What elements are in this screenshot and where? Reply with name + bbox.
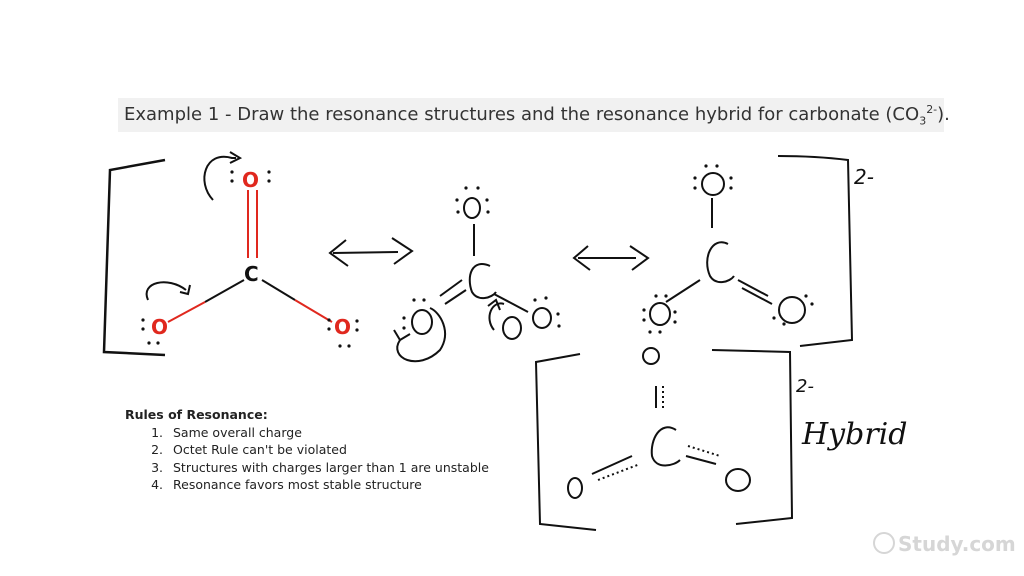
structure-3: [649, 155, 854, 347]
oxygen-right: O: [334, 315, 351, 339]
rules-list: Same overall charge Octet Rule can't be …: [125, 424, 489, 494]
hybrid-label: Hybrid: [801, 417, 907, 452]
hybrid-left-bracket: [534, 353, 597, 531]
oxygen-top: O: [242, 168, 259, 192]
structure-1: C O O O: [102, 151, 359, 357]
study-watermark: Study.com: [873, 532, 1016, 556]
curved-arrow-top: [203, 155, 236, 201]
curved-arrow-left: [145, 281, 187, 301]
structure-2: [393, 197, 552, 363]
left-bracket: [102, 158, 166, 357]
rules-heading: Rules of Resonance:: [125, 407, 268, 422]
study-logo-icon: [873, 532, 895, 554]
rule-item: Structures with charges larger than 1 ar…: [167, 459, 489, 477]
title-bar: [118, 98, 944, 132]
resonance-arrow-1: [328, 237, 414, 267]
example-title: Example 1 - Draw the resonance structure…: [124, 103, 950, 128]
hybrid-structure: [534, 347, 794, 531]
rule-item: Same overall charge: [167, 424, 489, 442]
rule-item: Resonance favors most stable structure: [167, 476, 489, 494]
hybrid-right-bracket: [711, 349, 794, 525]
oxygen-left: O: [151, 315, 168, 339]
rules-of-resonance: Rules of Resonance: Same overall charge …: [125, 406, 489, 494]
carbon-atom: C: [244, 262, 259, 286]
resonance-charge: 2-: [854, 165, 874, 189]
resonance-arrow-2: [572, 245, 650, 271]
hybrid-charge: 2-: [796, 376, 814, 397]
rule-item: Octet Rule can't be violated: [167, 441, 489, 459]
